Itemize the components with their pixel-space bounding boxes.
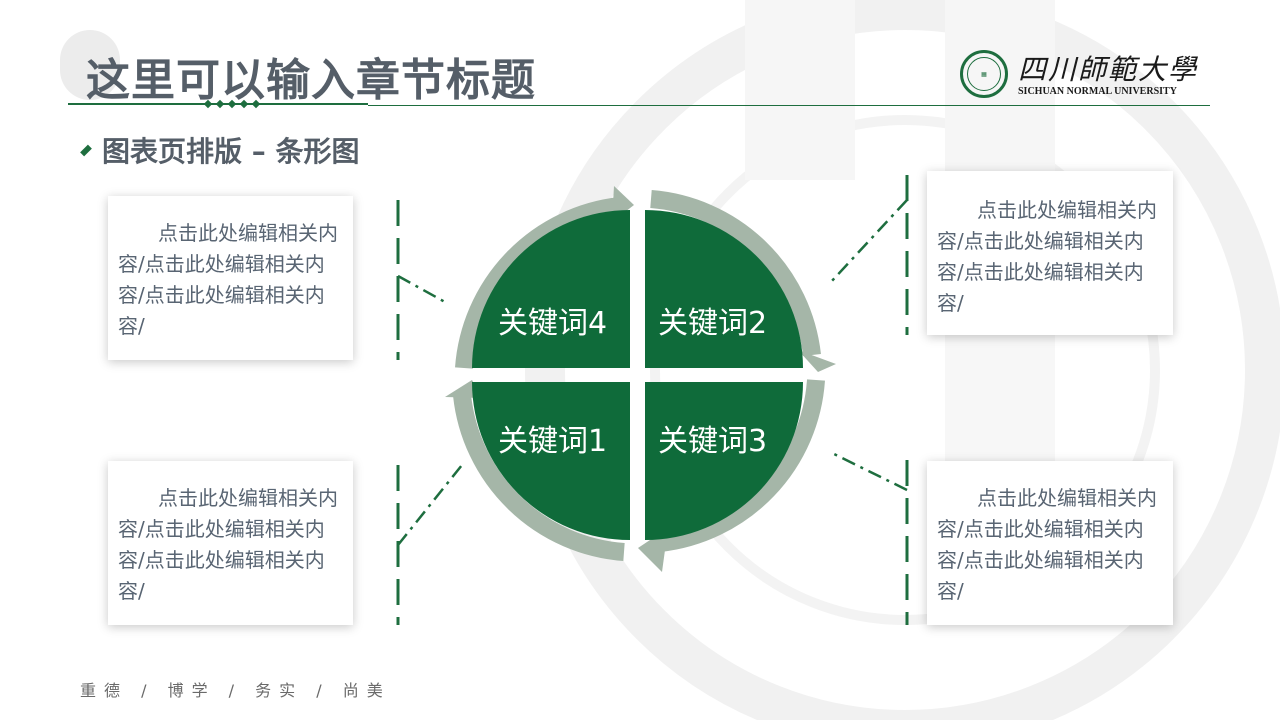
card-text[interactable]: 点击此处编辑相关内容/点击此处编辑相关内容/点击此处编辑相关内容/ bbox=[937, 486, 1157, 603]
text-card-top-right[interactable]: 点击此处编辑相关内容/点击此处编辑相关内容/点击此处编辑相关内容/ bbox=[927, 171, 1173, 335]
ring-arc-bottom-right bbox=[658, 379, 825, 552]
quadrant-keyword-1 bbox=[472, 382, 630, 540]
university-name-cn: 四川師範大學 bbox=[1018, 53, 1199, 86]
pointer-bottom-right bbox=[831, 451, 908, 492]
ring-arc-top-left bbox=[455, 197, 622, 369]
pointer-bottom-left bbox=[397, 464, 463, 546]
page-title: 这里可以输入章节标题 bbox=[86, 55, 536, 106]
pointer-top-left bbox=[397, 274, 446, 304]
university-seal-icon: ▦ bbox=[960, 50, 1008, 98]
quadrant-keyword-2 bbox=[645, 210, 803, 368]
subtitle-text: 图表页排版 – 条形图 bbox=[102, 135, 360, 168]
header-divider bbox=[368, 105, 1210, 106]
text-card-top-left[interactable]: 点击此处编辑相关内容/点击此处编辑相关内容/点击此处编辑相关内容/ bbox=[108, 196, 353, 360]
pointer-top-right bbox=[829, 199, 908, 284]
university-logo: ▦ 四川師範大學 SICHUAN NORMAL UNIVERSITY bbox=[960, 48, 1205, 102]
keyword-1-label: 关键词1 bbox=[498, 424, 608, 459]
quadrant-keyword-3 bbox=[645, 382, 803, 540]
university-name-en: SICHUAN NORMAL UNIVERSITY bbox=[1018, 86, 1177, 97]
text-card-bottom-left[interactable]: 点击此处编辑相关内容/点击此处编辑相关内容/点击此处编辑相关内容/ bbox=[108, 461, 353, 625]
card-text[interactable]: 点击此处编辑相关内容/点击此处编辑相关内容/点击此处编辑相关内容/ bbox=[118, 486, 338, 603]
arrow-head-right bbox=[798, 350, 836, 372]
ring-arc-top-right bbox=[650, 190, 821, 357]
quadrant-keyword-4 bbox=[472, 210, 630, 368]
card-text[interactable]: 点击此处编辑相关内容/点击此处编辑相关内容/点击此处编辑相关内容/ bbox=[937, 198, 1157, 315]
card-text[interactable]: 点击此处编辑相关内容/点击此处编辑相关内容/点击此处编辑相关内容/ bbox=[118, 221, 338, 338]
keyword-2-label: 关键词2 bbox=[658, 306, 768, 341]
ring-arc-bottom-left bbox=[453, 394, 625, 561]
keyword-3-label: 关键词3 bbox=[658, 424, 768, 459]
footer-motto: 重德 / 博学 / 务实 / 尚美 bbox=[80, 681, 391, 700]
section-subtitle: 图表页排版 – 条形图 bbox=[80, 130, 360, 170]
text-card-bottom-right[interactable]: 点击此处编辑相关内容/点击此处编辑相关内容/点击此处编辑相关内容/ bbox=[927, 461, 1173, 625]
keyword-4-label: 关键词4 bbox=[498, 306, 608, 341]
